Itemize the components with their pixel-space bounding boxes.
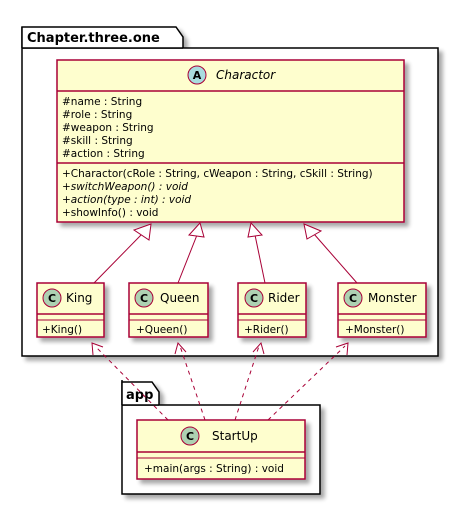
class-name-charactor: Charactor [216,68,276,82]
class-monster[interactable]: C Monster +Monster() [337,282,427,338]
class-name-queen: Queen [160,291,199,305]
method-action: +action(type : int) : void [62,194,191,206]
class-letter: C [48,292,56,305]
method-monster: +Monster() [345,324,405,336]
dependency-arrowheads [91,341,349,356]
class-icon [244,288,264,308]
method-switch-weapon: +switchWeapon() : void [62,181,188,193]
class-letter: C [250,292,258,305]
inheritance-arrow-monster [303,223,323,240]
class-startup[interactable]: C StartUp +main(args : String) : void [136,419,306,480]
abstract-class-icon [187,65,207,85]
abstract-class-letter: A [193,69,202,82]
method-main: +main(args : String) : void [144,463,284,475]
dependency-arrow-rider [252,341,265,355]
class-rider[interactable]: C Rider +Rider() [237,282,307,338]
class-letter: C [186,430,194,443]
attribute-role: #role : String [62,109,132,121]
method-king: +King() [42,324,82,336]
class-king[interactable]: C King +King() [36,282,105,338]
class-icon [134,288,154,308]
class-letter: C [140,292,148,305]
class-icon [343,288,363,308]
class-name-king: King [66,291,92,305]
dependency-arrow-monster [335,342,349,356]
attribute-skill: #skill : String [62,135,133,147]
attribute-weapon: #weapon : String [62,122,154,134]
class-icon [42,288,62,308]
inheritance-arrow-queen [187,222,205,238]
dependency-edges [94,345,346,421]
class-charactor[interactable]: A Charactor #name : String #role : Strin… [56,59,405,223]
method-constructor: +Charactor(cRole : String, cWeapon : Str… [62,168,373,180]
attribute-action: #action : String [62,148,145,160]
inheritance-arrowheads [132,221,323,241]
class-queen[interactable]: C Queen +Queen() [128,282,209,338]
inheritance-arrow-rider [247,221,264,238]
class-letter: C [349,292,357,305]
method-rider: +Rider() [244,324,289,336]
package-label-app: app [126,388,153,403]
package-label-chapter-three-one: Chapter.three.one [27,31,160,46]
class-name-startup: StartUp [212,429,258,443]
inheritance-arrow-king [132,223,152,241]
class-icon [180,426,200,446]
method-queen: +Queen() [136,324,188,336]
dependency-arrow-queen [174,341,187,355]
class-name-monster: Monster [368,291,417,305]
class-name-rider: Rider [268,291,300,305]
dependency-arrow-king [91,342,104,356]
inheritance-edges [93,233,358,284]
attribute-name: #name : String [62,96,142,108]
method-show-info: +showInfo() : void [62,207,158,219]
